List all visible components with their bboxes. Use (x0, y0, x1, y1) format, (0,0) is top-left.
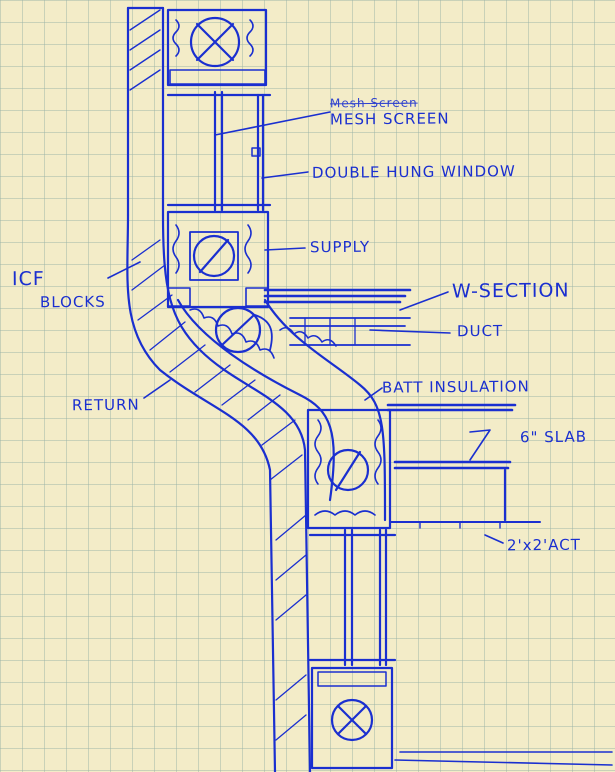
label-mesh-screen: MESH SCREEN (329, 109, 450, 129)
lower-fan-circle (326, 448, 370, 492)
lower-fan-coil-unit (306, 408, 392, 530)
leader-mesh-screen (214, 111, 331, 136)
double-hung-window-lower (308, 528, 397, 667)
diagonal-return-duct (176, 298, 387, 522)
w-section-beam (263, 288, 412, 346)
upper-icf-wall (126, 6, 165, 217)
leader-return (143, 379, 171, 399)
leader-batt-insulation (364, 387, 383, 401)
leader-six-inch-slab (469, 429, 491, 461)
label-return: RETURN (71, 395, 140, 415)
label-six-inch-slab: 6" SLAB (519, 427, 588, 447)
leader-double-hung-window (261, 171, 309, 179)
bottom-fan-coil-unit (310, 666, 613, 770)
leader-supply (264, 247, 306, 251)
label-supply: SUPPLY (309, 237, 371, 257)
label-duct: DUCT (456, 321, 504, 341)
leader-act (484, 534, 504, 544)
label-act: 2'x2'ACT (506, 535, 581, 555)
leader-w-section (399, 291, 449, 311)
act-ceiling (389, 521, 541, 529)
upper-fan-coil-unit (166, 8, 268, 87)
double-hung-window-upper (166, 90, 272, 212)
struck-label: Mesh Screen (329, 95, 418, 111)
supply-box (166, 210, 270, 309)
label-batt-insulation: BATT INSULATION (381, 377, 530, 397)
curved-icf-wall (126, 213, 312, 772)
upper-fan-circle (189, 16, 241, 68)
label-icf-line2: BLOCKS (39, 292, 106, 312)
bottom-fan-circle (330, 698, 374, 742)
leader-lines (107, 111, 504, 544)
label-w-section: W-SECTION (451, 279, 570, 303)
label-icf-line1: ICF (11, 267, 45, 291)
leader-icf-blocks (107, 261, 141, 279)
six-inch-slab (386, 403, 517, 522)
leader-duct (369, 329, 451, 334)
supply-fan-circle (192, 234, 236, 278)
duct-circle (214, 306, 262, 354)
label-double-hung-window: DOUBLE HUNG WINDOW (311, 162, 516, 182)
